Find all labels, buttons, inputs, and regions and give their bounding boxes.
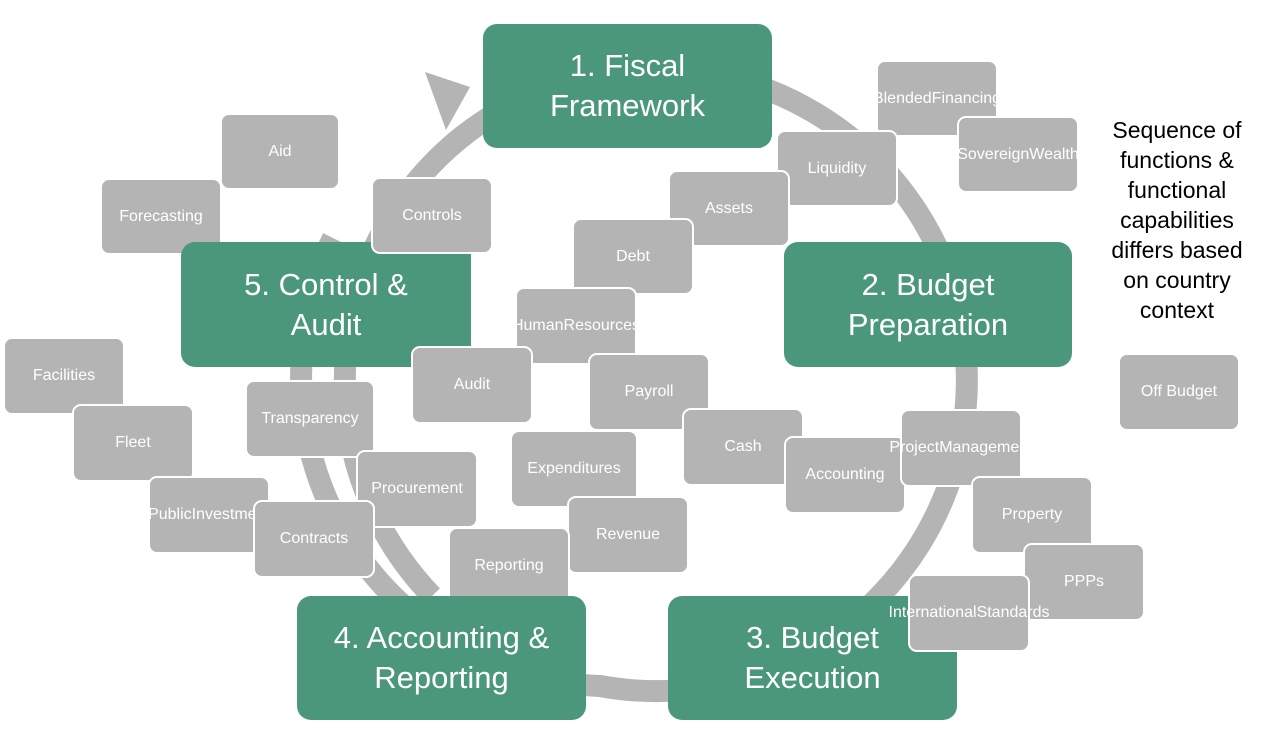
capability-label: Debt xyxy=(616,247,650,265)
capability-label: Contracts xyxy=(279,530,349,547)
capability-label: PPPs xyxy=(1063,573,1104,590)
capability-label: Transparency xyxy=(261,410,359,427)
capability-label: Forecasting xyxy=(119,207,203,225)
capability-controls: Controls xyxy=(371,177,493,254)
capability-off-budget: Off Budget xyxy=(1118,353,1240,431)
capability-international-standards: International Standards xyxy=(889,574,1050,652)
capability-blended-financing: Blended Financing xyxy=(873,60,1001,137)
capability-contracts: Contracts xyxy=(253,500,375,578)
capability-aid: Aid xyxy=(220,113,340,190)
cycle-arrow-head xyxy=(425,72,470,130)
capability-transparency: Transparency xyxy=(245,380,375,458)
capability-label: Payroll xyxy=(624,383,674,400)
capability-label: Accounting xyxy=(805,466,885,483)
capability-public-investment: Public Investment xyxy=(148,476,270,554)
capability-label: Revenue xyxy=(595,526,661,543)
capability-label: Property xyxy=(1001,506,1063,523)
capability-property: Property xyxy=(971,476,1093,554)
capability-revenue: Revenue xyxy=(567,496,689,574)
capability-label: Aid xyxy=(268,142,292,160)
capability-label: Reporting xyxy=(474,557,544,574)
capability-facilities: Facilities xyxy=(3,337,125,415)
stage-budget-preparation: 2. Budget Preparation xyxy=(784,242,1072,367)
capability-human-resources: Human Resources xyxy=(512,287,640,365)
capability-label: Fleet xyxy=(115,434,151,451)
capability-label: Off Budget xyxy=(1140,383,1218,400)
capability-expenditures: Expenditures xyxy=(510,430,638,508)
capability-project-management: Project Management xyxy=(889,409,1033,487)
stage-accounting-reporting: 4. Accounting & Reporting xyxy=(297,596,586,720)
capability-liquidity: Liquidity xyxy=(776,130,898,207)
capability-audit: Audit xyxy=(411,346,533,424)
capability-debt: Debt xyxy=(572,218,694,295)
capability-label: Controls xyxy=(402,206,462,224)
capability-label: Facilities xyxy=(32,367,96,384)
capability-accounting: Accounting xyxy=(784,436,906,514)
capability-label: Liquidity xyxy=(807,159,867,177)
stage-fiscal-framework: 1. Fiscal Framework xyxy=(483,24,772,148)
capability-label: Assets xyxy=(704,199,753,217)
capability-label: Audit xyxy=(453,376,491,393)
capability-label: Expenditures xyxy=(527,460,621,477)
capability-label: Cash xyxy=(724,438,762,455)
capability-payroll: Payroll xyxy=(588,353,710,431)
capability-reporting: Reporting xyxy=(448,527,570,605)
capability-sovereign-wealth: Sovereign Wealth xyxy=(957,116,1079,193)
capability-cash: Cash xyxy=(682,408,804,486)
capability-label: Procurement xyxy=(371,480,463,497)
capability-procurement: Procurement xyxy=(356,450,478,528)
capability-fleet: Fleet xyxy=(72,404,194,482)
capability-ppps: PPPs xyxy=(1023,543,1145,621)
context-note: Sequence of functions & functional capab… xyxy=(1111,117,1243,323)
capability-forecasting: Forecasting xyxy=(100,178,222,255)
